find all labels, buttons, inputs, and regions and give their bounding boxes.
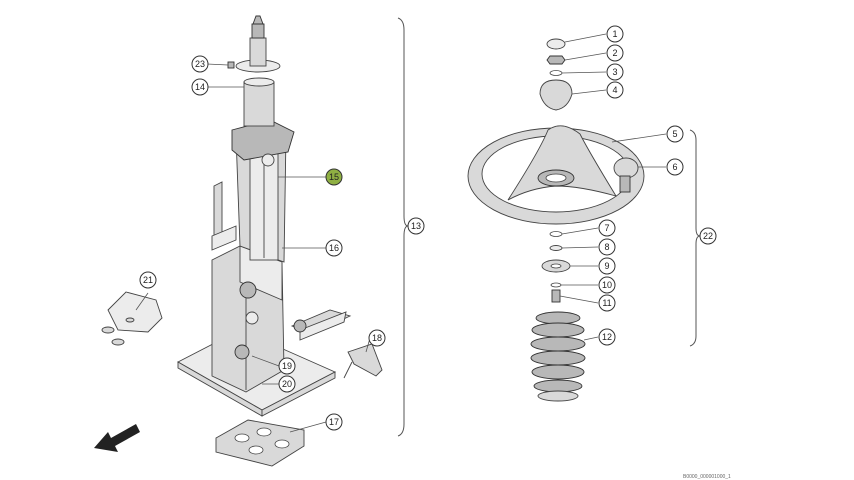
callout-11-label: 11	[602, 298, 611, 308]
callout-16-label: 16	[329, 243, 339, 253]
callout-22-label: 22	[703, 231, 713, 241]
callout-10[interactable]: 10	[598, 276, 616, 294]
callout-5-label: 5	[672, 129, 677, 139]
steering-column-assembly	[177, 15, 383, 417]
callout-23-label: 23	[195, 59, 205, 69]
callout-9-label: 9	[604, 261, 609, 271]
callout-6-label: 6	[672, 162, 677, 172]
callout-13-label: 13	[411, 221, 421, 231]
callout-17-label: 17	[329, 417, 339, 427]
callout-15[interactable]: 15	[325, 168, 343, 186]
seal-kit-bag	[101, 291, 163, 346]
callout-2[interactable]: 2	[606, 44, 624, 62]
callout-4-label: 4	[612, 85, 617, 95]
leader-lines	[135, 33, 667, 433]
callout-18[interactable]: 18	[368, 329, 386, 347]
callout-7[interactable]: 7	[598, 219, 616, 237]
callout-17[interactable]: 17	[325, 413, 343, 431]
callout-19-label: 19	[282, 361, 292, 371]
reference-code: B0000_000001000_1	[683, 474, 731, 480]
callout-1-label: 1	[612, 29, 617, 39]
group-bracket-13	[397, 17, 409, 437]
callout-7-label: 7	[604, 223, 609, 233]
callout-22[interactable]: 22	[699, 227, 717, 245]
gasket-plate	[215, 419, 305, 467]
callout-14-label: 14	[195, 82, 205, 92]
callout-5[interactable]: 5	[666, 125, 684, 143]
callout-11[interactable]: 11	[598, 294, 616, 312]
callout-15-label: 15	[329, 172, 339, 182]
callout-21-label: 21	[143, 275, 153, 285]
callout-19[interactable]: 19	[278, 357, 296, 375]
callout-1[interactable]: 1	[606, 25, 624, 43]
callout-12[interactable]: 12	[598, 328, 616, 346]
callout-12-label: 12	[602, 332, 612, 342]
callout-6[interactable]: 6	[666, 158, 684, 176]
callout-8-label: 8	[604, 242, 609, 252]
callout-3-label: 3	[612, 67, 617, 77]
callout-14[interactable]: 14	[191, 78, 209, 96]
callout-10-label: 10	[602, 280, 612, 290]
steering-wheel-assembly	[467, 38, 645, 402]
callout-4[interactable]: 4	[606, 81, 624, 99]
callout-9[interactable]: 9	[598, 257, 616, 275]
callout-2-label: 2	[612, 48, 617, 58]
group-bracket-22	[689, 129, 701, 347]
direction-arrow-icon	[94, 424, 140, 452]
callout-18-label: 18	[372, 333, 382, 343]
callout-3[interactable]: 3	[606, 63, 624, 81]
callout-20-label: 20	[282, 379, 292, 389]
callout-8[interactable]: 8	[598, 238, 616, 256]
callout-23[interactable]: 23	[191, 55, 209, 73]
callout-20[interactable]: 20	[278, 375, 296, 393]
callout-21[interactable]: 21	[139, 271, 157, 289]
callout-16[interactable]: 16	[325, 239, 343, 257]
callout-13[interactable]: 13	[407, 217, 425, 235]
